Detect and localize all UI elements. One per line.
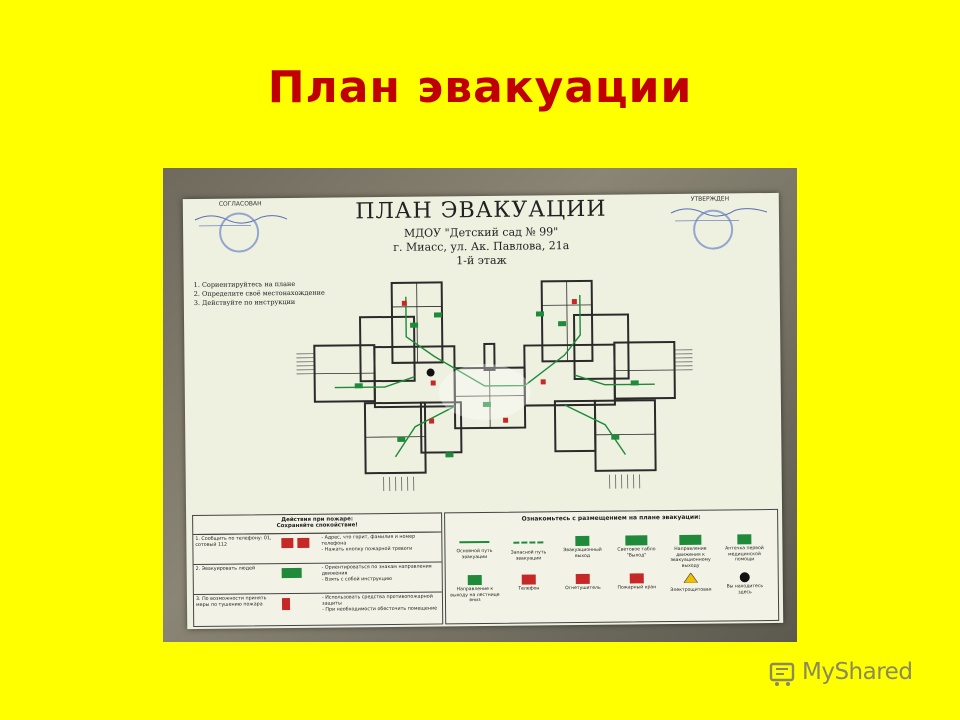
phone-icon	[521, 574, 536, 585]
evacuation-plan-photo: СОГЛАСОВАН УТВЕРЖДЕН ПЛАН ЭВАКУАЦИИ МДОУ…	[163, 168, 797, 642]
legend-item-reserve-route: Запасной путь эвакуации	[503, 536, 553, 562]
approval-right-block: УТВЕРЖДЕН	[669, 193, 779, 229]
legend-item-label: Вы находитесь здесь	[726, 584, 764, 595]
legend-item-you-are-here: Вы находитесь здесь	[720, 572, 770, 596]
legend-item-label: Направление к выходу на лестнице вниз	[450, 586, 500, 604]
fire-action-row: 2. Эвакуировать людей - Ориентироваться …	[193, 561, 442, 596]
approval-left-block: СОГЛАСОВАН	[191, 198, 301, 234]
legend-item-main-route: Основной путь эвакуации	[449, 537, 499, 561]
legend-item-direction: Направление движения к эвакуационному вы…	[665, 534, 715, 570]
signature-left-icon	[194, 215, 288, 227]
first-aid-icon	[737, 534, 752, 545]
fire-action-desc: - Адрес, что горит, фамилия и номер теле…	[321, 534, 416, 553]
fire-action-row: 3. По возможности принять меры по тушени…	[193, 591, 443, 628]
legend-item-label: Световое табло "Выход"	[617, 547, 656, 559]
symbols-legend-heading: Ознакомьтесь с размещением на плане эвак…	[521, 513, 701, 523]
evacuation-plan-poster: СОГЛАСОВАН УТВЕРЖДЕН ПЛАН ЭВАКУАЦИИ МДОУ…	[182, 192, 784, 630]
myshared-logo-icon	[769, 662, 795, 686]
green-line-icon	[459, 540, 490, 544]
fire-actions-panel: Действия при пожаре: Сохраняйте спокойст…	[192, 512, 444, 628]
legend-item-label: Запасной путь эвакуации	[510, 550, 547, 562]
legend-item-label: Эвакуационный выход	[563, 547, 602, 559]
legend-item-electrical: Электрощитовая	[666, 572, 716, 594]
fire-action-row: 1. Сообщить по телефону: 01, сотовый 112…	[193, 531, 442, 566]
extinguisher-icon	[281, 598, 291, 611]
legend-item-label: Огнетушитель	[565, 585, 601, 592]
electrical-panel-icon	[683, 572, 699, 584]
you-are-here-icon	[426, 368, 435, 377]
extinguisher-icon	[575, 573, 590, 585]
fire-action-label: 3. По возможности принять меры по тушени…	[195, 596, 267, 609]
fire-action-label: 2. Эвакуировать людей	[195, 566, 256, 573]
legend-item-phone: Телефон	[504, 574, 554, 592]
legend-item-hydrant: Пожарный кран	[612, 573, 662, 591]
slide-title: План эвакуации	[267, 62, 693, 113]
legend-item-label: Электрощитовая	[670, 587, 712, 593]
alarm-button-icon	[297, 537, 310, 548]
exit-signs	[354, 311, 639, 458]
legend-item-extinguisher: Огнетушитель	[558, 573, 608, 592]
signature-right-icon	[670, 208, 768, 222]
exit-door-icon	[575, 535, 590, 547]
fire-action-desc: - Использовать средства противопожарной …	[321, 594, 438, 613]
exit-sign-icon	[281, 567, 302, 579]
floor-plan-drawing	[296, 279, 693, 492]
exit-sign-icon	[625, 535, 648, 546]
green-dashed-line-icon	[513, 541, 544, 544]
stairs-icon	[467, 575, 482, 586]
legend-item-label: Основной путь эвакуации	[456, 548, 493, 560]
direction-arrow-icon	[679, 534, 702, 545]
legend-item-label: Направление движения к эвакуационному вы…	[670, 546, 711, 569]
fire-action-desc: - Ориентироваться по знакам направления …	[321, 564, 432, 583]
fire-actions-heading-2: Сохраняйте спокойствие!	[276, 522, 358, 530]
fire-hydrant-icon	[629, 573, 644, 584]
legend-item-label: Пожарный кран	[617, 585, 657, 591]
myshared-watermark: MyShared	[768, 656, 938, 692]
legend-item-exit-sign: Световое табло "Выход"	[611, 535, 661, 559]
symbols-legend-panel: Ознакомьтесь с размещением на плане эвак…	[444, 508, 780, 625]
legend-item-stairs: Направление к выходу на лестнице вниз	[450, 575, 500, 604]
fire-equipment-markers	[401, 299, 577, 424]
wall-block-right-lower	[593, 399, 657, 472]
legend-item-exit: Эвакуационный выход	[557, 535, 607, 560]
wall-block-left-lower	[363, 401, 427, 475]
fire-action-label: 1. Сообщить по телефону: 01, сотовый 112	[195, 536, 272, 549]
legend-item-label: Аптечка первой медицинской помощи	[725, 546, 764, 563]
legend-item-label: Телефон	[518, 586, 540, 592]
legend-item-first-aid: Аптечка первой медицинской помощи	[719, 534, 769, 563]
you-are-here-icon	[739, 572, 750, 583]
myshared-logo-text: MyShared	[802, 659, 913, 685]
phone-icon	[281, 537, 294, 549]
